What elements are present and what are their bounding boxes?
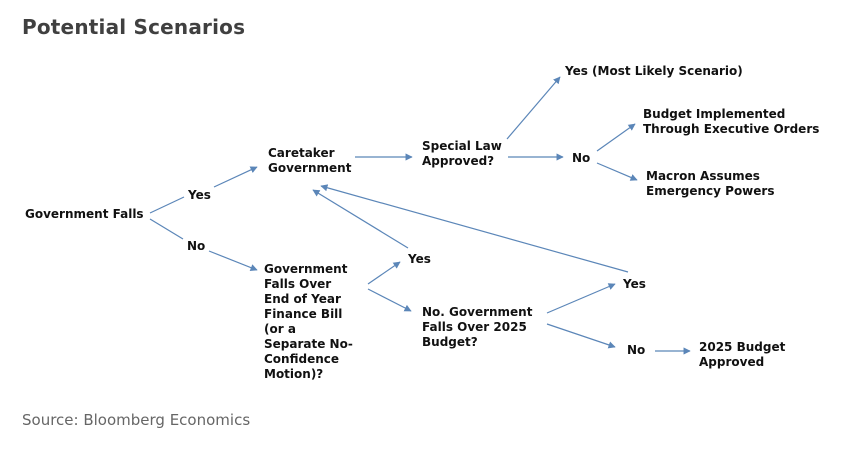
edge-govfalls-no	[149, 218, 184, 240]
edge-no-executiveorders	[596, 123, 636, 152]
node-government-falls: Government Falls	[25, 207, 144, 221]
node-yes-most-likely: Yes (Most Likely Scenario)	[565, 64, 743, 78]
node-no-2: No	[572, 151, 591, 165]
edge-yes2025-back-to-caretaker	[320, 184, 629, 273]
edge-speciallaw-yesmostlikely	[506, 76, 561, 140]
edge-govfalls-yes	[149, 196, 185, 214]
edge-financebill-no2025	[367, 288, 412, 312]
edge-no2025-yes	[546, 283, 616, 314]
edge-no-financebill	[208, 250, 258, 271]
edge-financebill-yes	[367, 261, 401, 285]
node-no-govt-falls-2025: No. Government Falls Over 2025 Budget?	[422, 305, 533, 349]
diagram-title: Potential Scenarios	[22, 15, 246, 39]
node-budget-executive-orders: Budget Implemented Through Executive Ord…	[643, 107, 820, 136]
node-yes-3: Yes	[408, 252, 431, 266]
node-caretaker-government: Caretaker Government	[268, 146, 352, 175]
edge-no2025-no	[546, 323, 616, 349]
node-yes-4: Yes	[623, 277, 646, 291]
node-no-1: No	[187, 239, 206, 253]
node-yes-1: Yes	[188, 188, 211, 202]
node-budget-2025-approved: 2025 Budget Approved	[699, 340, 786, 369]
node-special-law-approved: Special Law Approved?	[422, 139, 502, 168]
source-note: Source: Bloomberg Economics	[22, 411, 251, 429]
edge-yes-back-to-caretaker	[312, 189, 409, 249]
node-macron-emergency-powers: Macron Assumes Emergency Powers	[646, 169, 775, 198]
edge-no-emergencypowers	[596, 162, 638, 181]
node-falls-over-finance-bill: Government Falls Over End of Year Financ…	[264, 262, 353, 381]
edge-yes-caretaker	[213, 166, 258, 188]
node-no-4: No	[627, 343, 646, 357]
